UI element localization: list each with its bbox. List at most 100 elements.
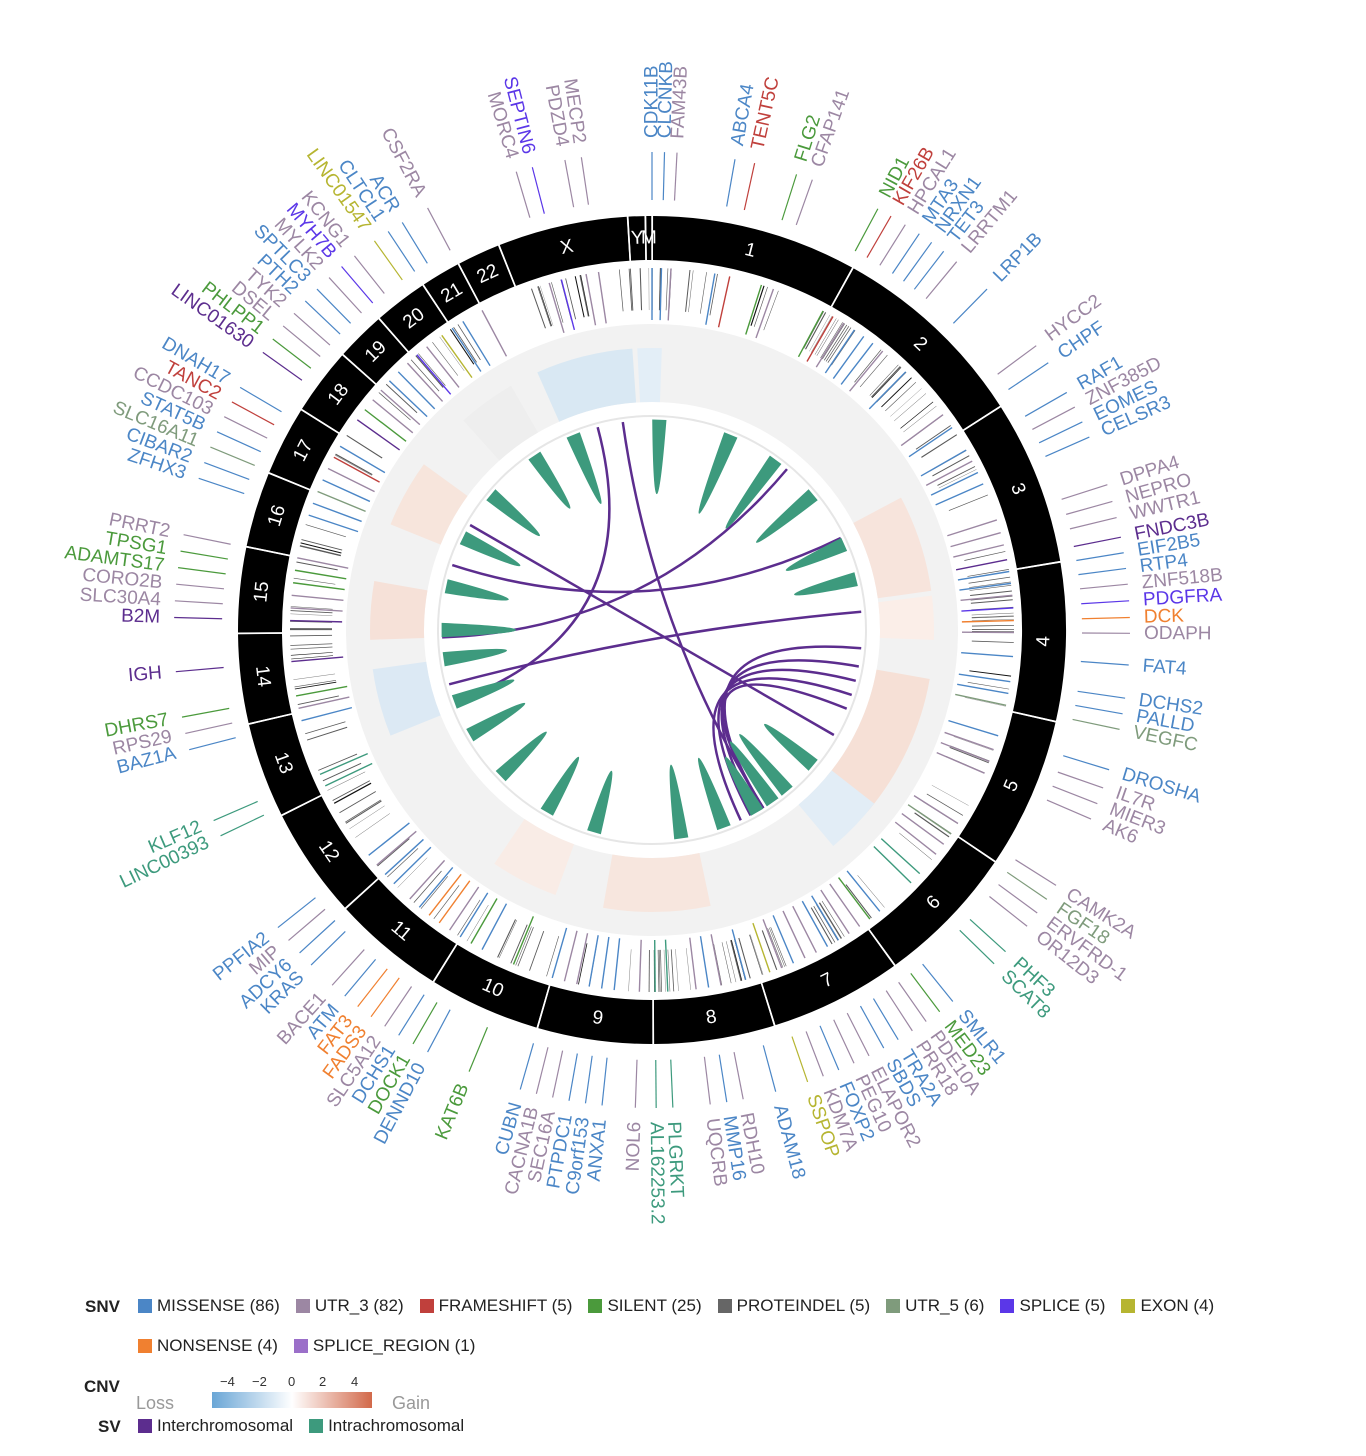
legend-swatch xyxy=(138,1339,152,1353)
mutation-mark xyxy=(560,279,576,331)
gene-connector xyxy=(181,707,230,718)
mutation-tick xyxy=(871,366,901,398)
gene-connector xyxy=(1081,600,1130,605)
mutation-tick xyxy=(290,646,333,650)
mutation-mark xyxy=(901,812,945,845)
chromosome-separator xyxy=(344,877,380,910)
sv-link-intra xyxy=(724,756,764,816)
gene-connector xyxy=(310,930,346,966)
sv-link-intra xyxy=(587,770,613,835)
mutation-mark xyxy=(319,752,368,775)
gene-connector xyxy=(213,800,258,822)
mutation-mark xyxy=(930,471,979,496)
mutation-tick xyxy=(821,900,845,937)
mutation-mark xyxy=(900,414,944,447)
mutation-tick xyxy=(306,726,348,741)
mutation-mark xyxy=(961,652,1014,658)
sv-link-intra xyxy=(669,764,689,840)
mutation-tick xyxy=(937,466,976,486)
mutation-tick xyxy=(658,949,661,992)
mutation-tick xyxy=(293,577,336,585)
cnv-tick: −4 xyxy=(220,1374,235,1389)
mutation-mark xyxy=(880,838,921,875)
gene-connector xyxy=(176,583,225,590)
mutation-tick xyxy=(497,919,517,958)
mutation-mark xyxy=(868,371,907,410)
snv-legend-row: MISSENSE (86)UTR_3 (82)FRAMESHIFT (5)SIL… xyxy=(138,1296,1230,1316)
mutation-mark xyxy=(806,316,834,362)
gene-connector xyxy=(370,977,400,1018)
mutation-mark xyxy=(368,822,410,856)
legend-item: SILENT (25) xyxy=(588,1296,702,1316)
mutation-tick xyxy=(378,392,411,421)
chromosome-separator xyxy=(247,713,293,725)
chromosome-10 xyxy=(434,944,549,1028)
gene-connector xyxy=(903,241,933,282)
mutation-tick xyxy=(296,561,338,571)
mutation-tick xyxy=(805,312,827,350)
mutation-mark xyxy=(339,445,386,474)
gene-connector xyxy=(891,233,920,274)
mutation-tick xyxy=(420,876,449,909)
mutation-mark xyxy=(597,271,607,324)
gene-connector xyxy=(846,1012,870,1057)
mutation-tick xyxy=(953,736,994,751)
mutation-tick xyxy=(565,278,577,320)
gene-connector xyxy=(174,616,223,620)
chromosome-label: Y xyxy=(631,228,645,249)
gene-connector xyxy=(304,300,341,335)
gene-connector xyxy=(913,250,945,290)
mutation-tick xyxy=(809,314,831,352)
sv-link-intra xyxy=(528,451,571,509)
cnv-loss-label: Loss xyxy=(136,1393,175,1413)
gene-connector xyxy=(998,884,1038,914)
gene-connector xyxy=(515,171,531,218)
gene-connector xyxy=(239,386,282,413)
mutation-mark xyxy=(664,939,669,992)
mutation-mark xyxy=(462,320,491,367)
gene-connector xyxy=(673,152,678,201)
gene-connector xyxy=(969,918,1006,953)
chromosome-17 xyxy=(269,410,339,489)
mutation-mark xyxy=(824,329,856,374)
mutation-mark xyxy=(322,479,371,503)
chromosome-separator xyxy=(1015,560,1062,570)
mutation-tick xyxy=(539,285,554,326)
chromosome-M xyxy=(646,216,652,261)
chromosome-12 xyxy=(282,796,378,908)
cnv-segment xyxy=(798,770,875,847)
sv-link-intra xyxy=(794,572,858,596)
chromosome-separator xyxy=(280,794,323,817)
mutation-tick xyxy=(290,643,333,646)
sv-link-intra xyxy=(466,702,526,742)
mutation-tick xyxy=(970,599,1013,604)
gene-connector xyxy=(718,1054,728,1103)
mutation-tick xyxy=(964,551,1006,561)
mutation-tick xyxy=(726,941,737,983)
sv-link-inter xyxy=(448,610,862,686)
mutation-tick xyxy=(894,393,927,422)
mutation-mark xyxy=(745,284,763,335)
gene-connector xyxy=(743,163,756,211)
gene-connector xyxy=(762,1045,777,1092)
mutation-tick xyxy=(628,949,632,992)
gene-connector xyxy=(1079,583,1128,590)
mutation-tick xyxy=(449,329,475,365)
mutation-mark xyxy=(451,327,482,372)
mutation-mark xyxy=(797,310,824,358)
mutation-tick xyxy=(579,275,589,317)
mutation-mark xyxy=(376,830,417,866)
chromosome-2 xyxy=(832,268,1000,430)
gene-connector xyxy=(344,959,377,997)
mutation-tick xyxy=(810,907,833,945)
mutation-tick xyxy=(900,401,934,429)
gene-label: SLC30A4 xyxy=(79,585,162,611)
mutation-tick xyxy=(332,780,370,801)
gene-connector xyxy=(220,814,265,837)
mutation-mark xyxy=(481,903,508,950)
gene-connector xyxy=(174,600,223,605)
mutation-mark xyxy=(409,859,446,900)
mutation-tick xyxy=(932,455,970,477)
mutation-mark xyxy=(959,582,1012,591)
gene-connector xyxy=(1008,362,1049,391)
